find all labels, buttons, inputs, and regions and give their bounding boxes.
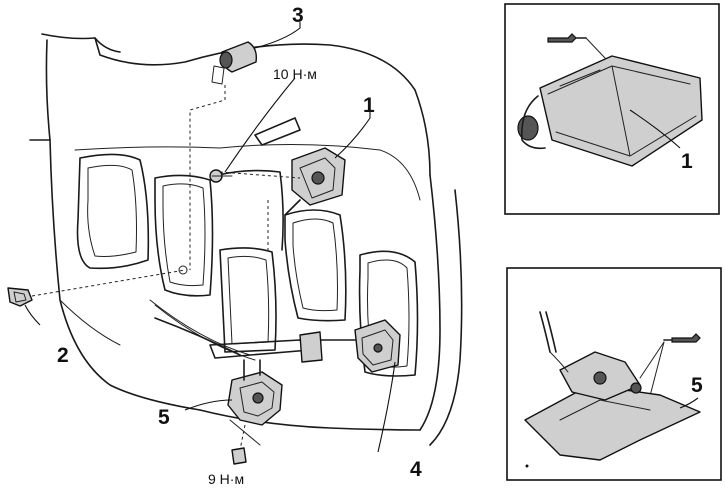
- latch-main-part: [219, 147, 346, 250]
- callout-main-1: 1: [363, 94, 375, 117]
- torque-upper: 10 Н·м: [273, 66, 317, 82]
- grease-gun-icon: [547, 33, 606, 59]
- control-rod: [154, 317, 241, 356]
- callout-main-4: 4: [410, 458, 422, 481]
- callout-main-2: 2: [57, 344, 69, 367]
- callout-inset-top-1: 1: [681, 150, 693, 173]
- leader-lines: [24, 22, 396, 453]
- callout-main-3: 3: [292, 4, 304, 27]
- callout-inset-bottom-5: 5: [691, 374, 703, 397]
- callout-main-5: 5: [158, 406, 170, 429]
- grease-gun-icon: [639, 333, 701, 397]
- inset-top-frame: [504, 3, 720, 215]
- inset-bottom-frame: [506, 267, 722, 481]
- latch-lower-part: [227, 359, 283, 465]
- torque-lower: 9 Н·м: [208, 471, 244, 487]
- lock-cylinder-part: [189, 41, 258, 270]
- upper-bolt: [209, 169, 233, 183]
- actuator-part: [299, 319, 401, 373]
- clip-part: [7, 265, 188, 307]
